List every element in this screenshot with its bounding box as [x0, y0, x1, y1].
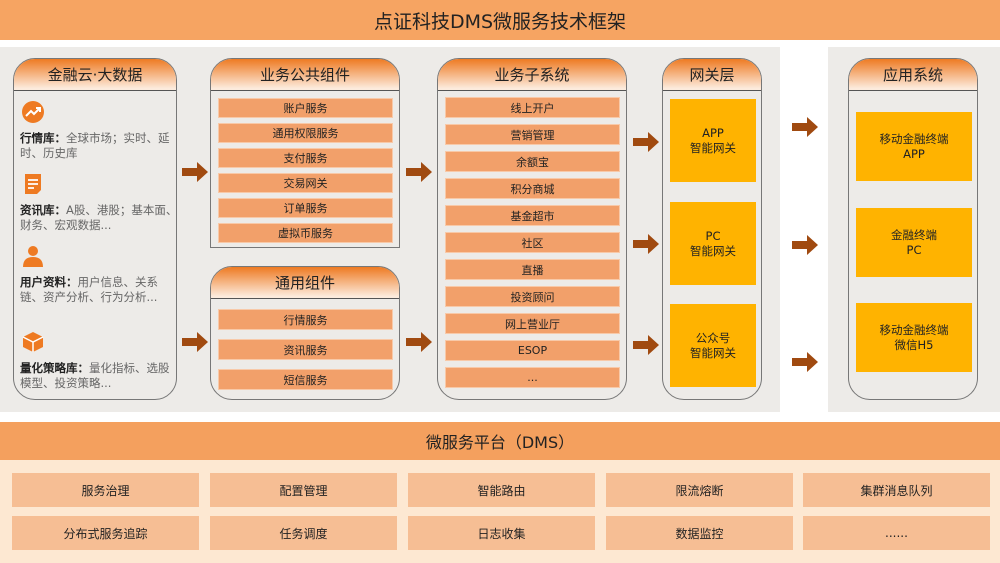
- service-item: 通用权限服务: [218, 123, 393, 143]
- bigdata-header: 金融云·大数据: [14, 59, 176, 91]
- service-item: 支付服务: [218, 148, 393, 168]
- capability-item: 分布式服务追踪: [12, 516, 199, 550]
- subsystem-item: ESOP: [445, 340, 620, 361]
- capability-item: 日志收集: [408, 516, 595, 550]
- arrow-right-icon: [633, 335, 659, 355]
- subsystem-item: 直播: [445, 259, 620, 280]
- gateway-box: 公众号智能网关: [670, 304, 756, 387]
- service-item: 资讯服务: [218, 339, 393, 360]
- subsystem-item: 余额宝: [445, 151, 620, 172]
- arrow-right-icon: [182, 332, 208, 352]
- subsystems-header: 业务子系统: [438, 59, 626, 91]
- bigdata-entry: 行情库：全球市场；实时、延时、历史库: [20, 131, 170, 160]
- capability-item: 集群消息队列: [803, 473, 990, 507]
- bigdata-entry: 资讯库：A股、港股；基本面、财务、宏观数据...: [20, 203, 177, 232]
- document-icon: [25, 174, 41, 194]
- subsystem-item: ...: [445, 367, 620, 388]
- service-item: 行情服务: [218, 309, 393, 330]
- subsystem-item: 投资顾问: [445, 286, 620, 307]
- cube-icon: [22, 332, 44, 352]
- user-icon: [23, 246, 43, 267]
- arrow-right-icon: [792, 117, 818, 137]
- common-components-header: 通用组件: [211, 267, 399, 299]
- gateway-header: 网关层: [663, 59, 761, 91]
- page-title: 点证科技DMS微服务技术框架: [0, 0, 1000, 40]
- common-components-column: 通用组件 行情服务资讯服务短信服务: [210, 266, 400, 400]
- arrow-right-icon: [792, 352, 818, 372]
- arrow-right-icon: [406, 162, 432, 182]
- subsystem-item: 网上营业厅: [445, 313, 620, 334]
- app-box: 移动金融终端微信H5: [856, 303, 972, 372]
- capability-item: 数据监控: [606, 516, 793, 550]
- bigdata-entry: 量化策略库：量化指标、选股模型、投资策略...: [20, 361, 170, 390]
- service-item: 虚拟币服务: [218, 223, 393, 243]
- bigdata-entry: 用户资料：用户信息、关系链、资产分析、行为分析...: [20, 275, 158, 304]
- public-components-header: 业务公共组件: [211, 59, 399, 91]
- apps-header: 应用系统: [849, 59, 977, 91]
- bigdata-column: 金融云·大数据 行情库：全球市场；实时、延时、历史库 资讯库：A股、港股；基本面…: [13, 58, 177, 400]
- trend-icon: [22, 101, 44, 123]
- subsystem-item: 线上开户: [445, 97, 620, 118]
- arrow-right-icon: [633, 132, 659, 152]
- service-item: 交易网关: [218, 173, 393, 193]
- subsystem-item: 营销管理: [445, 124, 620, 145]
- subsystem-item: 积分商城: [445, 178, 620, 199]
- capability-item: 任务调度: [210, 516, 397, 550]
- service-item: 短信服务: [218, 369, 393, 390]
- capability-item: ......: [803, 516, 990, 550]
- subsystems-column: 业务子系统 线上开户营销管理余额宝积分商城基金超市社区直播投资顾问网上营业厅 ES…: [437, 58, 627, 400]
- capability-item: 智能路由: [408, 473, 595, 507]
- arrow-right-icon: [792, 235, 818, 255]
- service-item: 账户服务: [218, 98, 393, 118]
- service-item: 订单服务: [218, 198, 393, 218]
- arrow-right-icon: [406, 332, 432, 352]
- arrow-right-icon: [633, 234, 659, 254]
- platform-title: 微服务平台（DMS）: [0, 422, 1000, 460]
- capability-item: 限流熔断: [606, 473, 793, 507]
- arrow-right-icon: [182, 162, 208, 182]
- subsystem-item: 基金超市: [445, 205, 620, 226]
- public-components-column: 业务公共组件 账户服务通用权限服务支付服务交易网关订单服务虚拟币服务: [210, 58, 400, 248]
- capability-item: 配置管理: [210, 473, 397, 507]
- capability-item: 服务治理: [12, 473, 199, 507]
- subsystem-item: 社区: [445, 232, 620, 253]
